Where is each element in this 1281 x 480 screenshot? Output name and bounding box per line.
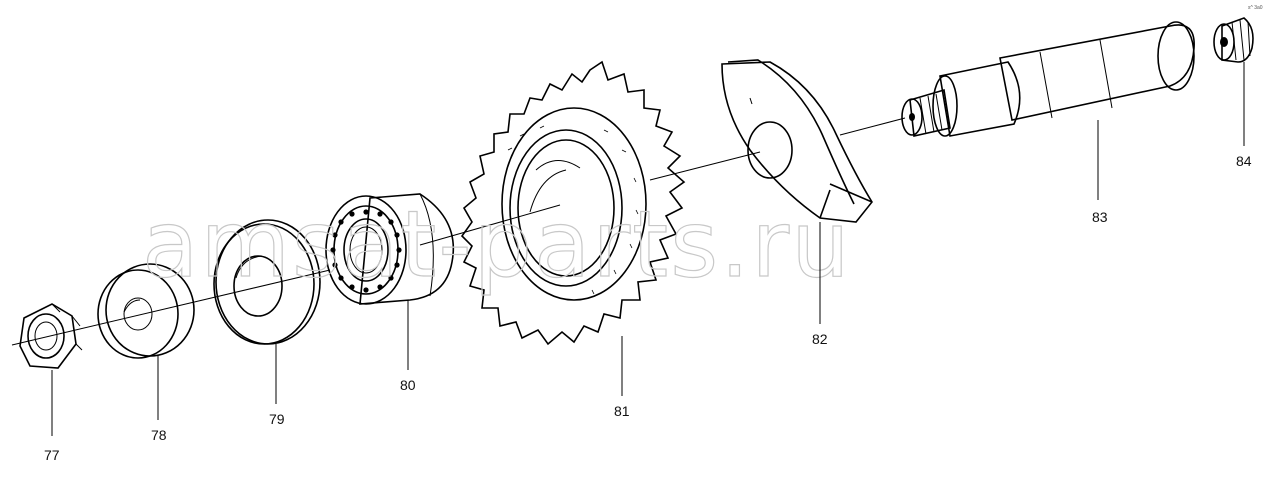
callout-77[interactable]: 77 bbox=[44, 447, 60, 463]
leader-lines bbox=[51, 62, 1245, 436]
assembly-axis-line bbox=[11, 117, 906, 346]
callout-81[interactable]: 81 bbox=[614, 403, 630, 419]
gear-hub-texture bbox=[507, 125, 639, 295]
cam-plate-82[interactable] bbox=[721, 59, 873, 223]
callout-84[interactable]: 84 bbox=[1236, 153, 1252, 169]
spur-gear-81[interactable] bbox=[460, 60, 686, 346]
corner-code: s^ 3a0 bbox=[1248, 5, 1263, 11]
hex-nut-77[interactable] bbox=[19, 303, 83, 369]
callout-83[interactable]: 83 bbox=[1092, 209, 1108, 225]
roller-bearing-80[interactable] bbox=[325, 193, 455, 305]
callout-80[interactable]: 80 bbox=[400, 377, 416, 393]
callout-78[interactable]: 78 bbox=[151, 427, 167, 443]
shim-washer-79[interactable] bbox=[213, 219, 321, 345]
threaded-plug-84[interactable] bbox=[1213, 17, 1254, 63]
bearing-rollers bbox=[330, 209, 402, 293]
callout-82[interactable]: 82 bbox=[812, 331, 828, 347]
thick-washer-78[interactable] bbox=[97, 263, 195, 359]
watermark: amsat-parts.ru bbox=[142, 191, 852, 298]
callout-79[interactable]: 79 bbox=[269, 411, 285, 427]
shaft-83[interactable] bbox=[901, 21, 1195, 137]
callout-labels: 77 78 79 80 81 82 83 84 bbox=[44, 153, 1252, 463]
